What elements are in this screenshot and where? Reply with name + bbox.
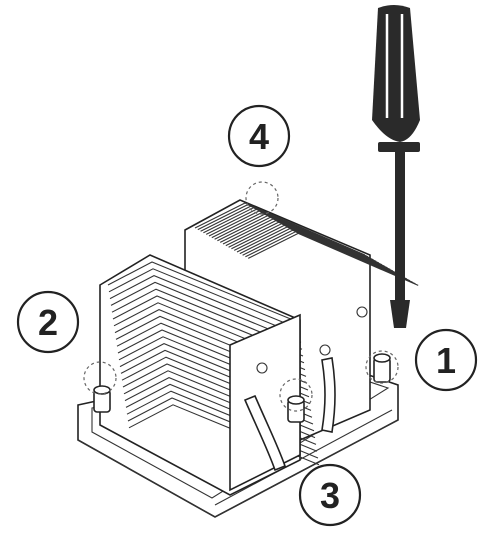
heatsink-fin — [110, 281, 302, 343]
step-4-label: 4 — [249, 116, 269, 157]
heatsink-fin — [247, 232, 419, 286]
screw-2 — [93, 385, 111, 413]
heatsink-fin — [109, 274, 301, 337]
heatsink-fin — [107, 261, 299, 323]
step-3-label: 3 — [320, 475, 340, 516]
heat-pipes — [243, 357, 336, 472]
screw-highlight-2 — [83, 361, 117, 395]
step-1-label: 1 — [436, 340, 456, 381]
screw-1 — [373, 353, 391, 383]
step-3-callout: 3 — [298, 463, 362, 527]
heatsink-fin — [108, 268, 300, 330]
screw-highlight-1 — [365, 350, 399, 384]
heatsink-front-block — [99, 254, 368, 496]
step-4-callout: 4 — [227, 104, 291, 168]
screw-3 — [287, 395, 305, 423]
screw-highlight-3 — [279, 378, 313, 412]
heatsink-fin — [111, 288, 303, 350]
step-1-callout: 1 — [414, 328, 478, 392]
step-2-label: 2 — [38, 302, 58, 343]
screw-highlight-4 — [245, 181, 279, 215]
step-2-callout: 2 — [16, 290, 80, 354]
screwdriver-icon — [372, 5, 420, 328]
